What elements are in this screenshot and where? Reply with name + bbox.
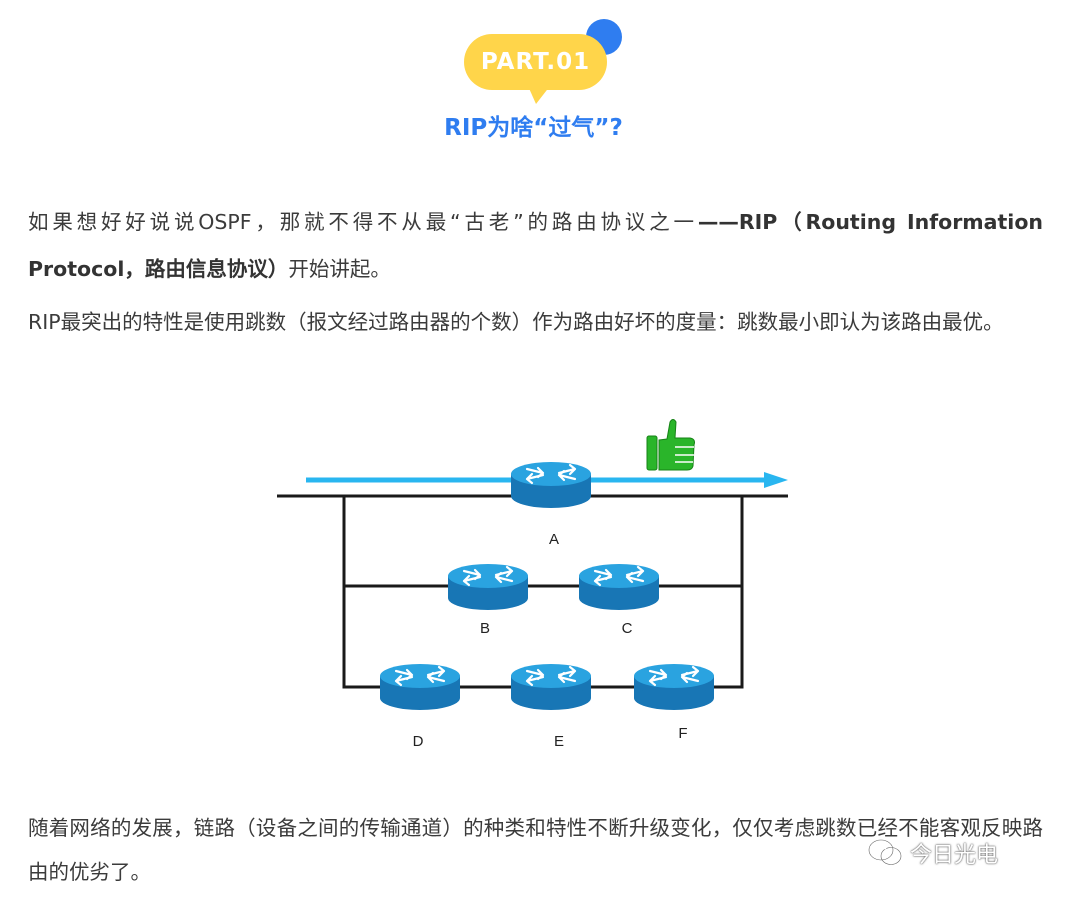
watermark-text: 今日光电 (910, 843, 999, 868)
router-e (509, 662, 593, 712)
router-label-e: E (554, 733, 564, 750)
section-title: RIP为啥“过气”? (444, 115, 623, 141)
intro-paragraph: 如果想好好说说OSPF，那就不得不从最“古老”的路由协议之一——RIP（Rout… (28, 199, 1043, 293)
rip-network-diagram: A B C D E F (277, 419, 788, 750)
thumbs-up-icon (646, 419, 695, 471)
router-f (632, 662, 716, 712)
evolution-paragraph: 随着网络的发展，链路（设备之间的传输通道）的种类和特性不断升级变化，仅仅考虑跳数… (28, 816, 1043, 884)
wechat-watermark: 今日光电 (868, 838, 998, 868)
wechat-icon (868, 839, 902, 865)
router-label-b: B (480, 620, 490, 637)
bubble-tail (528, 86, 550, 104)
router-label-d: D (413, 733, 424, 750)
part-badge: PART.01 (464, 34, 607, 90)
intro-dash: —— (697, 210, 739, 234)
rip-description: RIP最突出的特性是使用跳数（报文经过路由器的个数）作为路由好坏的度量：跳数最小… (28, 310, 1004, 334)
section-badge: PART.01 (0, 0, 1067, 110)
router-b (446, 562, 530, 612)
router-d (378, 662, 462, 712)
network-links (277, 494, 788, 689)
intro-tail: 开始讲起。 (288, 257, 391, 281)
router-a (509, 460, 593, 510)
router-label-c: C (622, 620, 633, 637)
router-c (577, 562, 661, 612)
intro-text: 如果想好好说说OSPF，那就不得不从最“古老”的路由协议之一 (28, 210, 698, 234)
router-label-a: A (549, 531, 559, 548)
router-label-f: F (678, 725, 687, 742)
intro-bold-term: RIP（Routing Information Protocol，路由信息协议） (28, 210, 1044, 281)
